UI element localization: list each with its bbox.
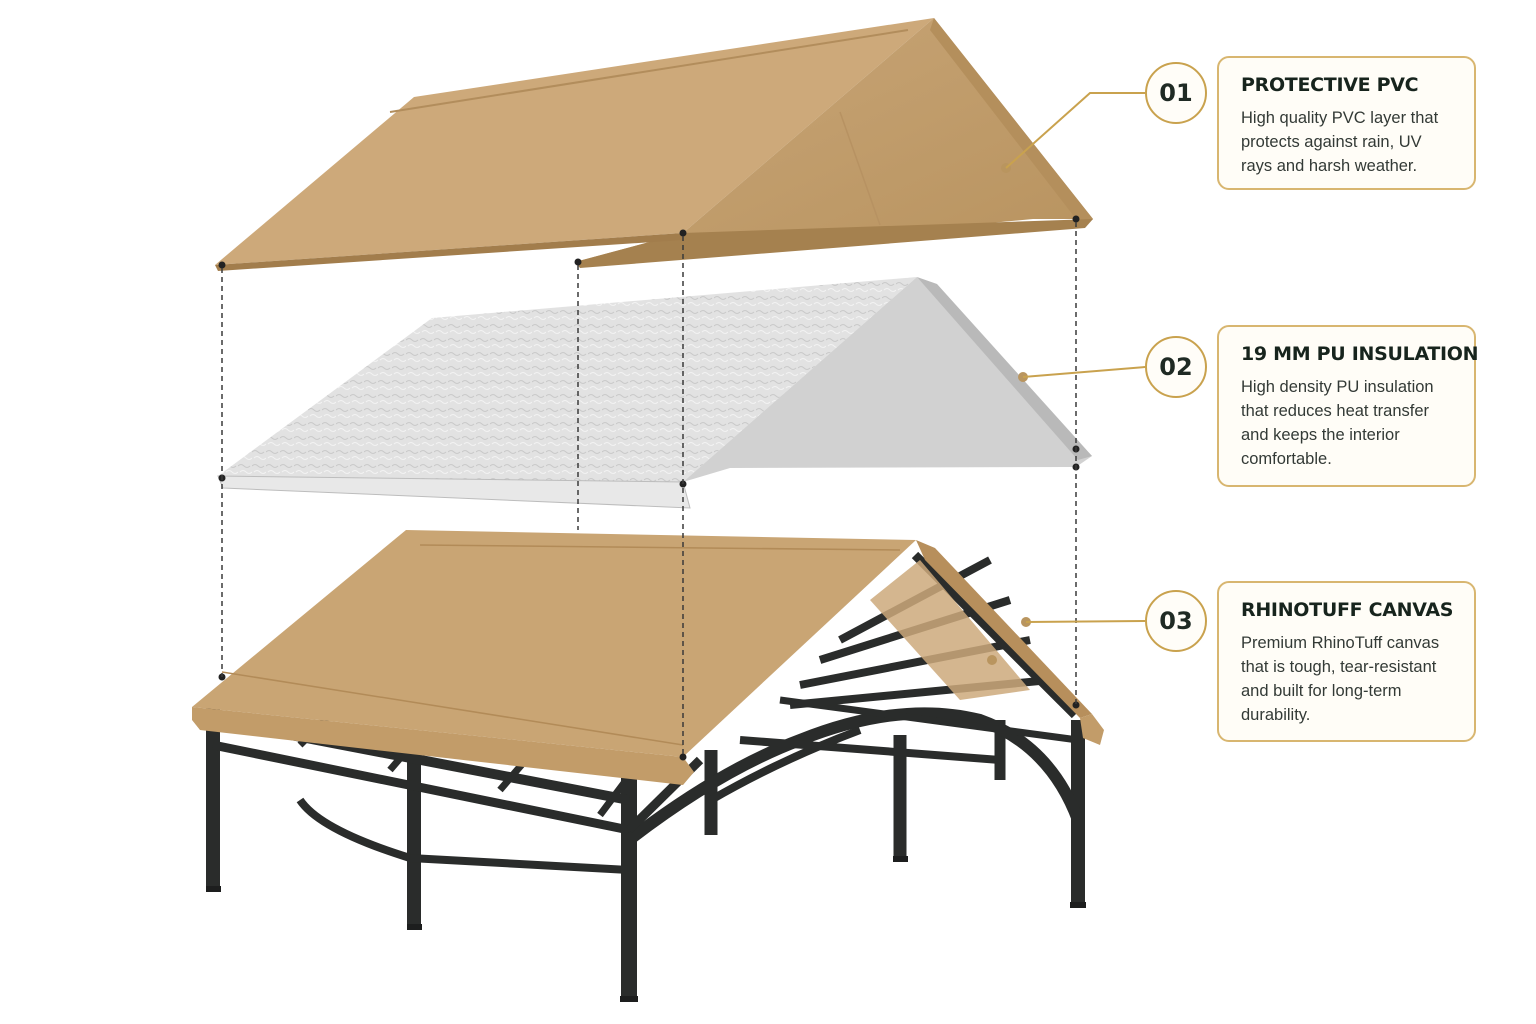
callout-card-pu-insulation: 19 MM PU INSULATION High density PU insu… [1217,325,1479,487]
callout-number-01: 01 [1145,62,1207,124]
callout-title: PROTECTIVE PVC [1241,74,1419,96]
canvas-gable-end [916,540,1092,718]
pvc-roof-underside [575,219,1093,268]
callout-number-03: 03 [1145,590,1207,652]
canvas-gable-panel [870,560,1030,700]
insulation-gable-end [683,277,1092,482]
canvas-frame-layer [192,530,1104,1002]
callout-title: 19 MM PU INSULATION [1241,343,1479,365]
pvc-roof-layer [215,18,1093,271]
leader-lines [1005,92,1146,623]
callout-description: High density PU insulation that reduces … [1241,378,1434,468]
canvas-main-slope [192,530,916,757]
callout-card-protective-pvc: PROTECTIVE PVC High quality PVC layer th… [1217,56,1476,190]
callout-description: Premium RhinoTuff canvas that is tough, … [1241,634,1440,724]
insulation-main-slope [218,277,917,482]
pvc-roof-main-slope [215,18,934,265]
callout-card-rhinotuff-canvas: RHINOTUFF CANVAS Premium RhinoTuff canva… [1217,581,1476,742]
callout-description: High quality PVC layer that protects aga… [1241,109,1439,175]
alignment-guides [221,222,1077,757]
insulation-front-edge [217,475,691,509]
pvc-roof-gable-end [575,18,1093,262]
callout-number-02: 02 [1145,336,1207,398]
callout-title: RHINOTUFF CANVAS [1241,599,1454,621]
canvas-front-flap [192,707,694,785]
pvc-roof-front-hem [215,233,683,271]
pu-insulation-layer [217,277,1092,509]
pvc-roof-right-slope [930,18,1093,228]
